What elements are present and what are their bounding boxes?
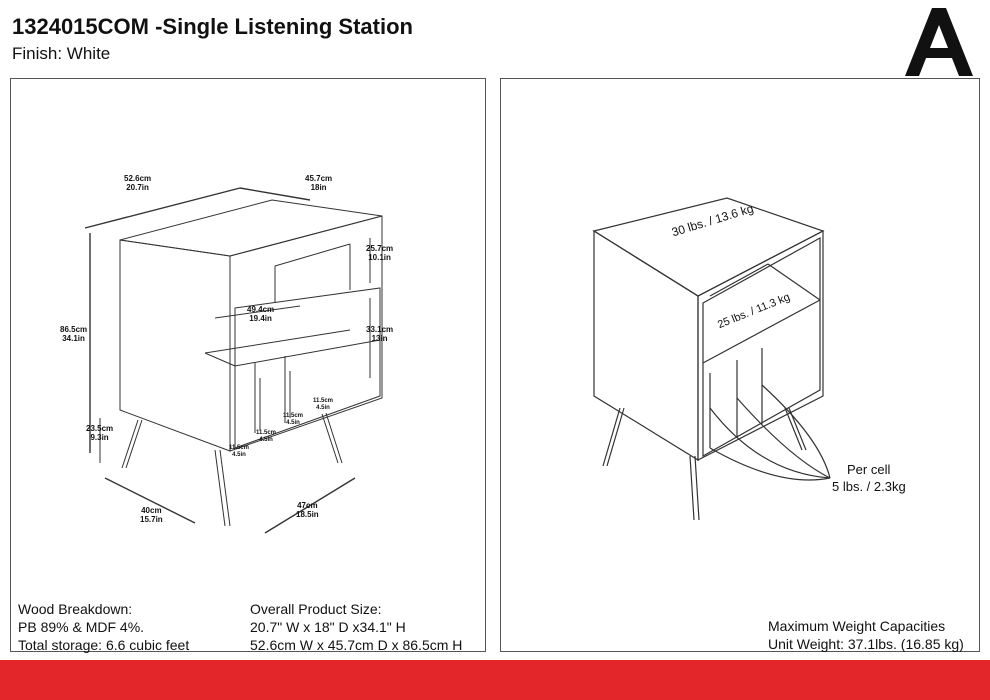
dim-leg-width-cm: 40cm: [141, 506, 162, 515]
page-title: 1324015COM -Single Listening Station: [12, 14, 413, 39]
overall-size: Overall Product Size: 20.7" W x 18" D x3…: [250, 600, 462, 654]
dim-cell-1-in: 4.5in: [316, 405, 330, 411]
dim-top-shelf-cm: 25.7cm: [366, 244, 394, 253]
dim-cell-1-cm: 11.5cm: [313, 398, 334, 404]
unit-weight: Unit Weight: 37.1lbs. (16.85 kg): [768, 636, 964, 652]
dim-cell-2-cm: 11.5cm: [283, 413, 304, 419]
dim-cell-2-in: 4.5in: [286, 420, 300, 426]
dim-top-shelf: 25.7cm 10.1in: [366, 244, 393, 262]
wood-title: Wood Breakdown:: [18, 601, 133, 617]
dim-width-in: 20.7in: [126, 183, 149, 192]
dim-lower-height: 33.1cm 13in: [366, 325, 393, 343]
dim-cell-3-in: 4.5in: [259, 437, 273, 443]
dim-leg-height-in: 9.3in: [90, 433, 109, 442]
weight-diagram-panel: [500, 78, 980, 652]
dim-depth-cm: 45.7cm: [305, 174, 333, 183]
overall-title: Overall Product Size:: [250, 601, 382, 617]
dim-cell-4-in: 4.5in: [232, 452, 246, 458]
footer-accent-bar: [0, 660, 990, 700]
dim-height: 86.5cm 34.1in: [60, 325, 87, 343]
dim-height-in: 34.1in: [62, 334, 85, 343]
overall-metric: 52.6cm W x 45.7cm D x 86.5cm H: [250, 637, 463, 653]
dim-leg-width: 40cm 15.7in: [140, 506, 163, 524]
dimension-diagram-panel: [10, 78, 486, 652]
dim-depth-in: 18in: [310, 183, 327, 192]
dim-leg-depth: 47cm 18.5in: [296, 501, 319, 519]
dim-cell-2: 11.5cm 4.5in: [283, 413, 303, 427]
dim-leg-height: 23.5cm 9.3in: [86, 424, 113, 442]
dim-leg-height-cm: 23.5cm: [86, 424, 114, 433]
weight-capacity-info: Maximum Weight Capacities Unit Weight: 3…: [768, 617, 964, 653]
total-storage: Total storage: 6.6 cubic feet: [18, 637, 190, 653]
dim-top-shelf-in: 10.1in: [368, 253, 391, 262]
dim-inner-width-in: 19.4in: [249, 314, 272, 323]
weight-drawing: [592, 197, 831, 521]
dim-width: 52.6cm 20.7in: [124, 174, 151, 192]
dim-leg-width-in: 15.7in: [140, 515, 163, 524]
dim-cell-3-cm: 11.5cm: [256, 430, 277, 436]
dim-leg-depth-in: 18.5in: [296, 510, 319, 519]
dim-cell-4-cm: 11.5cm: [229, 445, 250, 451]
dim-lower-height-cm: 33.1cm: [366, 325, 394, 334]
dim-cell-3: 11.5cm 4.5in: [256, 430, 276, 444]
dim-inner-width-cm: 49.4cm: [247, 305, 275, 314]
overall-imperial: 20.7" W x 18" D x34.1" H: [250, 619, 406, 635]
wood-composition: PB 89% & MDF 4%.: [18, 619, 145, 635]
wood-breakdown: Wood Breakdown: PB 89% & MDF 4%. Total s…: [18, 600, 189, 654]
dim-lower-height-in: 13in: [371, 334, 388, 343]
per-cell-label: Per cell: [847, 462, 891, 477]
dimension-drawing: [84, 187, 383, 534]
dim-depth: 45.7cm 18in: [305, 174, 332, 192]
dim-height-cm: 86.5cm: [60, 325, 88, 334]
dim-inner-width: 49.4cm 19.4in: [247, 305, 274, 323]
dim-cell-4: 11.5cm 4.5in: [229, 445, 249, 459]
finish-label: Finish: White: [12, 44, 111, 63]
dim-cell-1: 11.5cm 4.5in: [313, 398, 333, 412]
per-cell-value: 5 lbs. / 2.3kg: [832, 479, 906, 494]
dim-leg-depth-cm: 47cm: [297, 501, 318, 510]
a-logo-icon: [905, 8, 973, 76]
dim-width-cm: 52.6cm: [124, 174, 152, 183]
capacity-title: Maximum Weight Capacities: [768, 618, 946, 634]
